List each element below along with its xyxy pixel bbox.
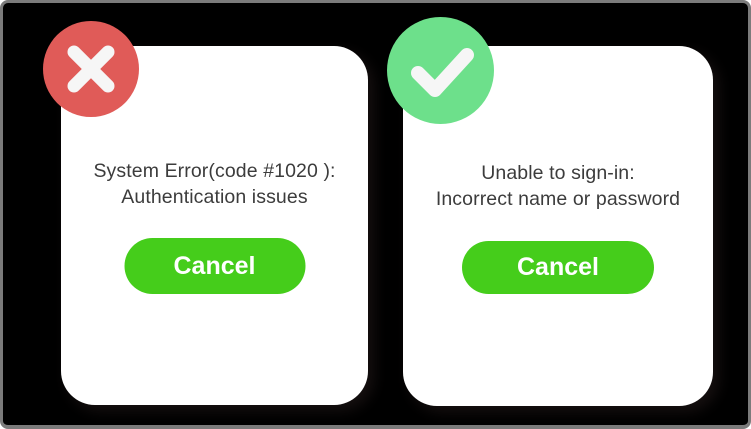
cancel-button[interactable]: Cancel <box>462 241 654 294</box>
error-message-line1: System Error(code #1020 ): <box>93 160 336 182</box>
error-message-line2: Authentication issues <box>121 186 308 208</box>
success-message-line2: Incorrect name or password <box>435 188 681 210</box>
success-badge <box>387 17 494 124</box>
check-icon <box>387 17 494 124</box>
success-dialog-message: Unable to sign-in: Incorrect name or pas… <box>403 160 713 212</box>
error-dialog-message: System Error(code #1020 ): Authenticatio… <box>61 158 368 210</box>
success-message-line1: Unable to sign-in: <box>481 162 635 184</box>
cancel-button[interactable]: Cancel <box>124 238 305 294</box>
x-icon <box>43 21 139 117</box>
error-badge <box>43 21 139 117</box>
